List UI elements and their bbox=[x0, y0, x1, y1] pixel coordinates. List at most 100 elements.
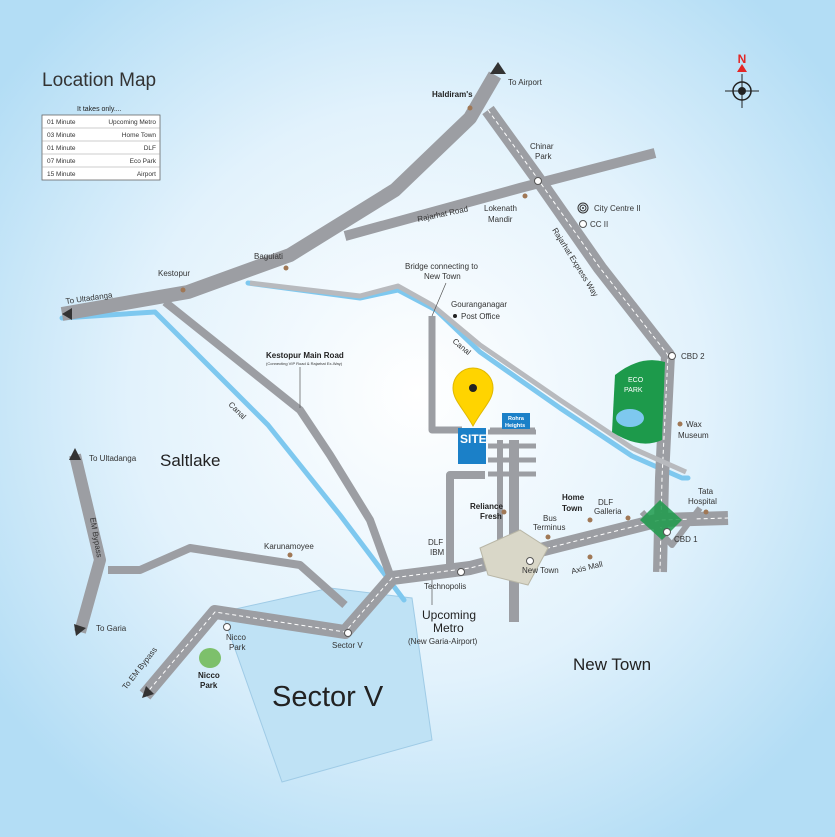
map-title: Location Map bbox=[42, 70, 156, 91]
label-dlf-ibm-1: DLF bbox=[428, 538, 443, 547]
road-arterial-dash bbox=[144, 517, 729, 696]
label-gouranganagar-1: Gouranganagar bbox=[451, 300, 507, 309]
label-kestopur: Kestopur bbox=[158, 269, 190, 278]
canal-lower bbox=[59, 309, 407, 603]
travel-time-table: It takes only.... 01 Minute Upcoming Met… bbox=[41, 106, 161, 181]
arrow-ultadanga-top-icon bbox=[62, 308, 72, 320]
label-dlf-galleria-1: DLF bbox=[598, 498, 613, 507]
label-new-town-stop: New Town bbox=[522, 566, 559, 575]
poi-karunamoyee bbox=[287, 552, 293, 558]
label-haldirams: Haldiram's bbox=[432, 90, 473, 99]
label-nicco-park-1: Nicco bbox=[198, 671, 220, 680]
table-row: 01 Minute Upcoming Metro bbox=[47, 119, 156, 126]
label-rohra-2: Heights bbox=[505, 423, 525, 429]
arrow-ultadanga-left-icon bbox=[69, 448, 81, 460]
table-row: 03 Minute Home Town bbox=[47, 132, 156, 139]
poi-haldirams bbox=[467, 105, 473, 111]
compass-north-label: N bbox=[738, 52, 747, 66]
poi-reliance bbox=[501, 509, 507, 515]
label-dlf-ibm-2: IBM bbox=[430, 548, 445, 557]
svg-text:Home Town: Home Town bbox=[122, 132, 157, 139]
label-rohra-1: Rohra bbox=[508, 416, 525, 422]
label-kestopur-main-road: Kestopur Main Road bbox=[266, 351, 344, 360]
road-vip bbox=[60, 71, 502, 321]
road-em-bypass bbox=[69, 453, 106, 634]
road-karunamoyee bbox=[108, 544, 348, 608]
label-nicco-park-stop-1: Nicco bbox=[226, 633, 247, 642]
label-reliance-2: Fresh bbox=[480, 512, 502, 521]
arrow-garia-icon bbox=[74, 624, 86, 636]
label-kestopur-main-road-sub: (Connecting VIP Road & Rajarhat Ex-Way) bbox=[266, 361, 343, 366]
table-heading: It takes only.... bbox=[77, 106, 122, 113]
compass-icon: N bbox=[725, 52, 759, 108]
label-bus-terminus-2: Terminus bbox=[533, 523, 565, 532]
label-technopolis: Technopolis bbox=[424, 582, 466, 591]
poi-tata-hospital bbox=[703, 509, 709, 515]
sector-v-area bbox=[221, 587, 433, 783]
label-tata-hospital-2: Hospital bbox=[688, 497, 717, 506]
table-row: 01 Minute DLF bbox=[47, 145, 156, 152]
label-to-garia: To Garia bbox=[96, 624, 127, 633]
label-cbd1: CBD 1 bbox=[674, 535, 698, 544]
label-chinar-park-2: Park bbox=[535, 152, 552, 161]
poi-kestopur bbox=[180, 287, 186, 293]
roads bbox=[60, 71, 729, 700]
site-block bbox=[458, 428, 486, 464]
label-lokenath-1: Lokenath bbox=[484, 204, 517, 213]
nicco-park-area bbox=[199, 648, 221, 668]
city-centre-icon bbox=[577, 202, 589, 214]
stop-sector-v bbox=[344, 629, 352, 637]
area-saltlake: Saltlake bbox=[160, 451, 220, 470]
svg-text:Upcoming Metro: Upcoming Metro bbox=[108, 119, 156, 126]
poi-wax-museum bbox=[677, 421, 683, 427]
stop-cbd1 bbox=[663, 528, 671, 536]
road-rajarhat-expressway-dash bbox=[487, 109, 669, 573]
poi-axis-mall bbox=[587, 554, 593, 560]
label-cbd2: CBD 2 bbox=[681, 352, 705, 361]
svg-text:15 Minute: 15 Minute bbox=[47, 171, 76, 178]
label-upcoming-metro-1: Upcoming bbox=[422, 608, 476, 622]
label-upcoming-metro-3: (New Garia-Airport) bbox=[408, 637, 478, 646]
label-lokenath-2: Mandir bbox=[488, 215, 513, 224]
road-kestopur-main bbox=[162, 298, 394, 577]
label-reliance-1: Reliance bbox=[470, 502, 503, 511]
stop-new-town bbox=[526, 557, 534, 565]
road-site-vertical bbox=[428, 316, 462, 434]
svg-text:Eco Park: Eco Park bbox=[130, 158, 157, 165]
road-bridge bbox=[249, 280, 688, 475]
poi-post-office bbox=[453, 314, 457, 318]
eco-park-label-1: ECO bbox=[628, 377, 644, 384]
label-to-ultadanga-left: To Ultadanga bbox=[89, 454, 137, 463]
label-nicco-park-2: Park bbox=[200, 681, 218, 690]
area-sector-v: Sector V bbox=[272, 681, 384, 713]
rotary-technopolis bbox=[479, 529, 549, 586]
svg-text:DLF: DLF bbox=[144, 145, 156, 152]
poi-bus-terminus bbox=[545, 534, 551, 540]
label-nicco-park-stop-2: Park bbox=[229, 643, 246, 652]
eco-park-lake bbox=[616, 409, 644, 427]
label-bridge-2: New Town bbox=[424, 272, 461, 281]
poi-lokenath bbox=[522, 193, 528, 199]
label-dlf-galleria-2: Galleria bbox=[594, 507, 622, 516]
bridge-pointer bbox=[431, 282, 447, 317]
label-home-town-1: Home bbox=[562, 493, 585, 502]
label-wax-museum-2: Museum bbox=[678, 431, 709, 440]
road-rajarhat bbox=[343, 148, 657, 241]
table-row: 15 Minute Airport bbox=[47, 171, 156, 178]
stop-cc2 bbox=[579, 220, 587, 228]
label-sector-v-stop: Sector V bbox=[332, 641, 363, 650]
label-tata-hospital-1: Tata bbox=[698, 487, 714, 496]
road-dlf-vertical bbox=[446, 471, 485, 565]
area-new-town: New Town bbox=[573, 655, 651, 674]
label-upcoming-metro-2: Metro bbox=[433, 621, 464, 635]
site-marker: SITE bbox=[452, 367, 494, 464]
label-karunamoyee: Karunamoyee bbox=[264, 542, 314, 551]
svg-text:01 Minute: 01 Minute bbox=[47, 119, 76, 126]
label-cc2: CC II bbox=[590, 220, 608, 229]
arrow-em-bypass-icon bbox=[142, 686, 154, 698]
arrow-airport-icon bbox=[490, 62, 506, 74]
label-to-airport: To Airport bbox=[508, 78, 543, 87]
svg-text:01 Minute: 01 Minute bbox=[47, 145, 76, 152]
table-row: 07 Minute Eco Park bbox=[47, 158, 157, 165]
